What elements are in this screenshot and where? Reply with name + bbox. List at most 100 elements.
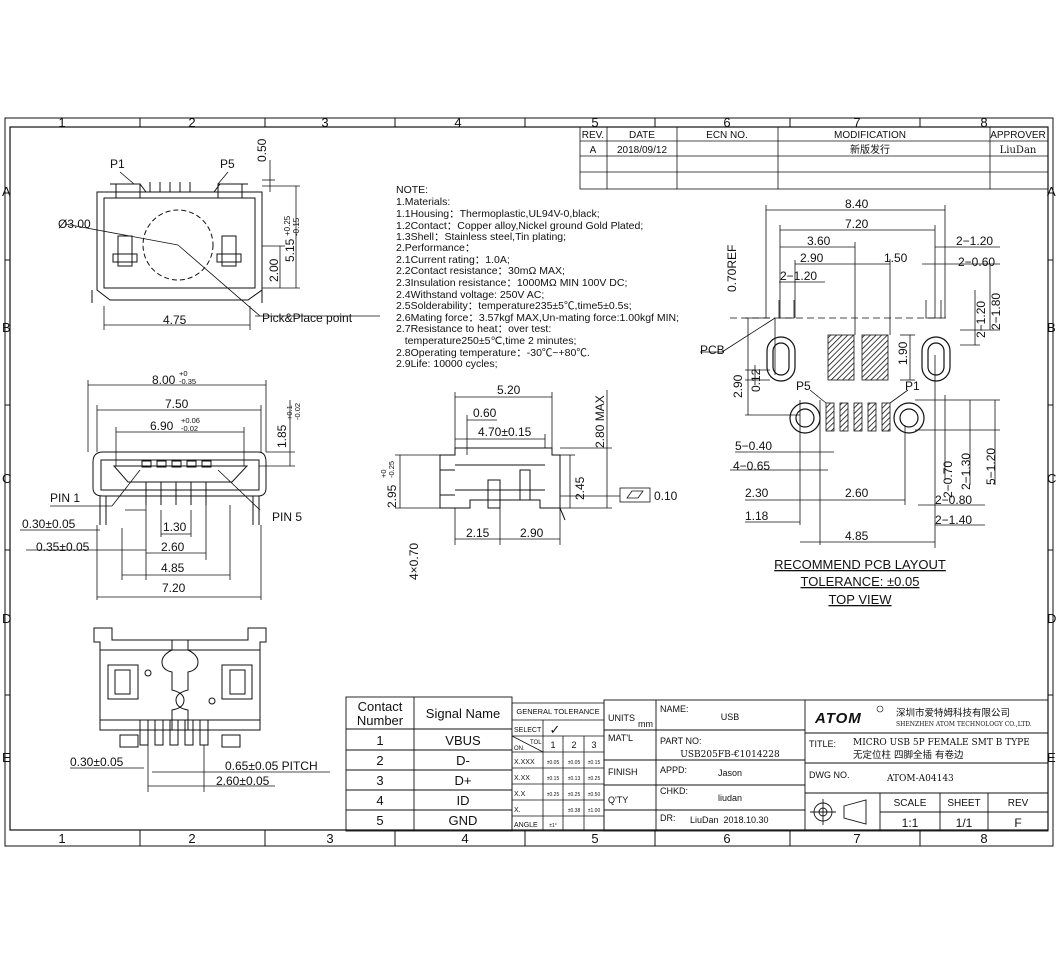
dim-2-45: 2.45 — [573, 476, 587, 500]
dim-6-90: 6.90 — [150, 419, 174, 433]
dim-4-70: 4.70±0.15 — [478, 425, 532, 439]
tol-row-label: X.XXX — [514, 759, 535, 766]
dim-5-15: 5.15 — [283, 238, 297, 262]
col-label: 6 — [723, 831, 730, 846]
chkd-value: liudan — [718, 793, 742, 803]
pcb-dim-2x1-40: 2−1.40 — [935, 513, 972, 527]
tol-2-95-upper: +0 — [379, 469, 388, 478]
col-label: 1 — [58, 115, 65, 130]
dim-4-85: 4.85 — [161, 561, 185, 575]
pcb-dim-2x1-80: 2−1.80 — [989, 293, 1003, 330]
pcb-dim-2x1-20-b: 2−1.20 — [780, 269, 817, 283]
pcb-dim-3-60: 3.60 — [807, 234, 831, 248]
notes-block: NOTE: 1.Materials: 1.1Housing：Thermoplas… — [396, 184, 679, 370]
projection-symbol — [810, 799, 867, 825]
dim-0-30-bottom: 0.30±0.05 — [70, 755, 124, 769]
side-view: 5.20 0.60 4.70±0.15 2.80 MAX 2.45 2.95 +… — [379, 383, 678, 580]
pick-place-label: Pick&Place point — [262, 311, 353, 325]
pcb-dim-2-90-v: 2.90 — [731, 374, 745, 398]
note-line: 1.1Housing：Thermoplastic,UL94V-0,black; — [396, 208, 600, 220]
pcb-caption-title: RECOMMEND PCB LAYOUT — [774, 557, 946, 572]
pin-number: 3 — [376, 773, 383, 788]
note-line: 2.9Life: 10000 cycles; — [396, 358, 498, 370]
pcb-dim-1-50: 1.50 — [884, 251, 908, 265]
col-label: 7 — [853, 115, 860, 130]
signal-name-header: Signal Name — [426, 706, 500, 721]
company-name-en: SHENZHEN ATOM TECHNOLOGY CO.,LTD. — [896, 721, 1032, 728]
dim-2-60: 2.60 — [161, 540, 185, 554]
approver-header: APPROVER — [990, 130, 1046, 141]
note-line: temperature250±5℃,time 2 minutes; — [396, 335, 576, 347]
dwg-label: DWG NO. — [809, 770, 850, 780]
tol-row-label: X. — [514, 807, 521, 814]
revision-table: REV. DATE ECN NO. MODIFICATION APPROVER … — [579, 126, 1049, 190]
dim-2-90: 2.90 — [520, 526, 544, 540]
tol-cell: ±0.05 — [547, 760, 560, 766]
dim-0-60: 0.60 — [473, 406, 497, 420]
pin-table: Contact Number Signal Name 1 VBUS 2 D- 3… — [345, 696, 513, 832]
chkd-label: CHKD: — [660, 786, 688, 796]
col-label: 5 — [591, 831, 598, 846]
note-line: 1.2Contact：Copper alloy,Nickel ground Go… — [396, 220, 643, 232]
row-label: D — [1047, 611, 1056, 626]
column-labels-bottom: 1 2 3 4 5 6 7 8 — [58, 831, 987, 846]
title-line-2: 无定位柱 四脚全插 有卷边 — [853, 749, 964, 761]
rev-header: REV. — [582, 130, 604, 141]
pcb-dim-2x0-70: 2−0.70 — [941, 461, 955, 498]
pin-signal: D+ — [455, 773, 472, 788]
dim-7-20: 7.20 — [162, 581, 186, 595]
top-view: P1 P5 Ø3.00 4.75 Pick&Place point 0.50 2… — [58, 138, 380, 330]
pin-signal: GND — [449, 813, 478, 828]
tol-6-90-upper: +0.06 — [181, 416, 200, 425]
matl-label: MAT'L — [608, 733, 633, 743]
col-label: 2 — [188, 115, 195, 130]
contact-number-header-2: Number — [357, 713, 404, 728]
appd-label: APPD: — [660, 765, 687, 775]
pcb-caption-view: TOP VIEW — [828, 592, 892, 607]
note-line: NOTE: — [396, 184, 428, 196]
tolerance-check: ✓ — [550, 722, 561, 737]
row-label: E — [1047, 750, 1056, 765]
modification-value: 新版发行 — [850, 143, 890, 156]
tol-cell: ±0.15 — [547, 776, 560, 782]
dim-4x0-70: 4×0.70 — [407, 543, 421, 580]
dim-5-20: 5.20 — [497, 383, 521, 397]
pcb-caption-tolerance: TOLERANCE: ±0.05 — [801, 574, 920, 589]
pin-signal: D- — [456, 753, 470, 768]
contact-number-header: Contact — [358, 699, 403, 714]
dim-8-00: 8.00 — [152, 373, 176, 387]
partno-label: PART NO: — [660, 736, 702, 746]
qty-label: Q'TY — [608, 795, 628, 805]
tol-cell: ±0.05 — [568, 760, 581, 766]
col-label: 5 — [591, 115, 598, 130]
note-line: 2.7Resistance to heat：over test: — [396, 323, 551, 335]
date-header: DATE — [629, 130, 655, 141]
tol-cell: ±0.13 — [568, 776, 581, 782]
note-line: 1.3Shell：Stainless steel,Tin plating; — [396, 231, 566, 243]
tol-5-15-lower: -0.15 — [292, 217, 301, 236]
col-label: 4 — [461, 831, 468, 846]
pcb-dim-4-85: 4.85 — [845, 529, 869, 543]
row-label: B — [1047, 320, 1056, 335]
row-label: A — [2, 184, 11, 199]
dim-1-30: 1.30 — [163, 520, 187, 534]
dim-2-95: 2.95 — [385, 484, 399, 508]
dr-label: DR: — [660, 813, 676, 823]
pin-number: 4 — [376, 793, 383, 808]
rev-value: F — [1014, 816, 1021, 830]
rev-value: A — [590, 145, 597, 156]
row-label: D — [2, 611, 11, 626]
dim-2-15: 2.15 — [466, 526, 490, 540]
units-label: UNITS — [608, 713, 635, 723]
pin-number: 5 — [376, 813, 383, 828]
pick-place-circle — [142, 209, 214, 281]
tol-1-85-upper: +0.1 — [285, 405, 294, 420]
tolerance-select: SELECT — [514, 727, 542, 734]
tol-cell: ±1.00 — [588, 808, 601, 814]
company-name-cn: 深圳市爱特姆科技有限公司 — [896, 707, 1010, 719]
title-line-1: MICRO USB 5P FEMALE SMT B TYPE — [853, 738, 1030, 748]
tolerance-col: 2 — [571, 740, 576, 750]
diameter-label: Ø3.00 — [58, 217, 91, 231]
col-label: 7 — [853, 831, 860, 846]
tol-cell: ±0.25 — [547, 792, 560, 798]
